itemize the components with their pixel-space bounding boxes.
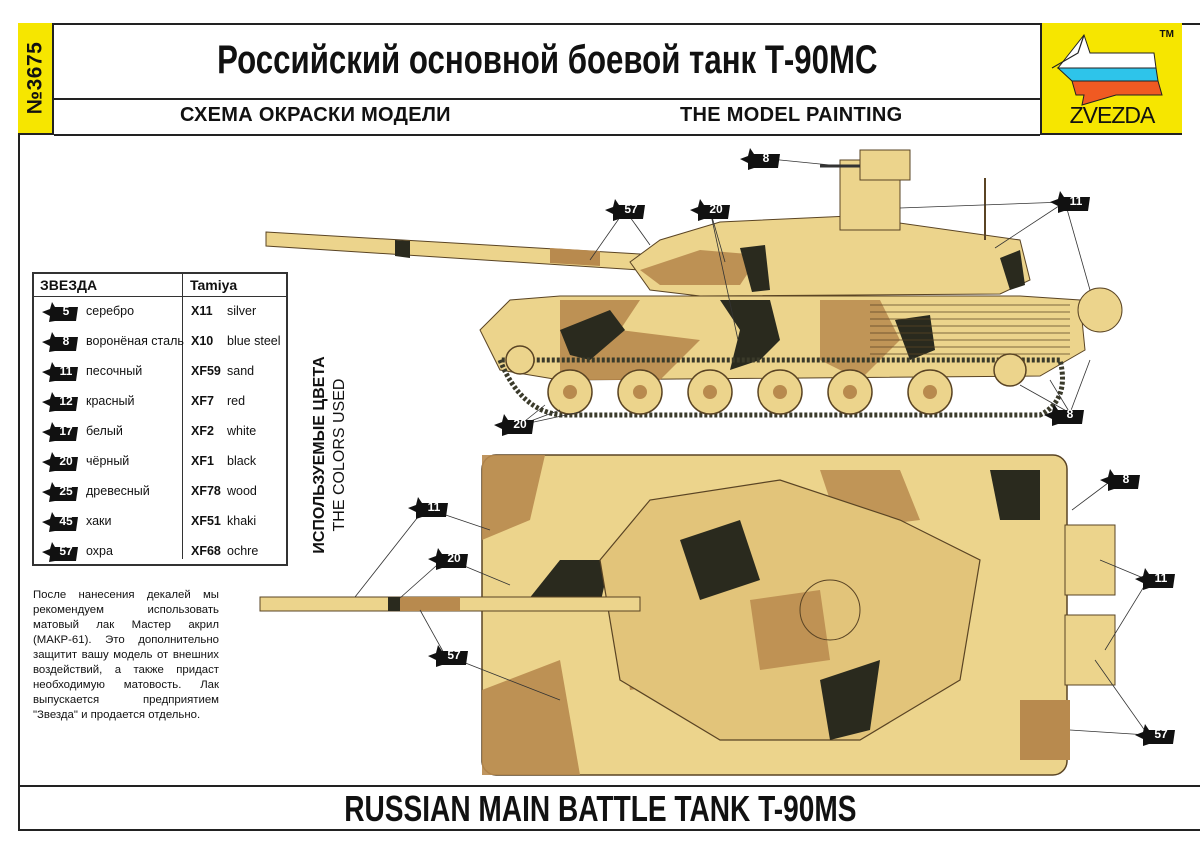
brand-name: ZVEZDA <box>1069 102 1156 128</box>
star-icon: 17 <box>42 422 78 442</box>
star-icon <box>1044 404 1084 426</box>
page-title-ru: Российский основной боевой танк Т-90МС <box>54 23 1040 100</box>
star-icon: 57 <box>42 542 78 562</box>
callout-star-57-top: 57 <box>428 645 468 667</box>
callout-star-8-tracks: 8 <box>1044 404 1084 426</box>
callout-star-8-top: 8 <box>1100 469 1140 491</box>
star-icon: 20 <box>42 452 78 472</box>
star-icon <box>605 199 645 221</box>
star-icon <box>1100 469 1140 491</box>
callout-star-20-tracks: 20 <box>494 414 534 436</box>
subtitle-en: THE MODEL PAINTING <box>680 104 903 126</box>
star-icon: 25 <box>42 482 78 502</box>
star-icon: 8 <box>42 332 78 352</box>
star-icon <box>740 148 780 170</box>
star-icon: 12 <box>42 392 78 412</box>
legend-row: 25 древесный XF78 wood <box>34 479 286 509</box>
star-icon <box>428 645 468 667</box>
star-icon <box>1135 568 1175 590</box>
header-divider <box>54 134 1040 136</box>
page-frame <box>18 23 1200 831</box>
varnish-note: После нанесения декалей мы рекомендуем и… <box>33 589 219 721</box>
legend-row: 11 песочный XF59 sand <box>34 359 286 389</box>
trademark: TM <box>1159 29 1174 40</box>
legend-row: 8 воронёная сталь X10 blue steel <box>34 329 286 359</box>
legend-row: 12 красный XF7 red <box>34 389 286 419</box>
legend-row: 45 хаки XF51 khaki <box>34 509 286 539</box>
star-icon: 45 <box>42 512 78 532</box>
star-icon <box>408 497 448 519</box>
legend-row: 17 белый XF2 white <box>34 419 286 449</box>
star-icon <box>1135 724 1175 746</box>
header-tamiya: Tamiya <box>190 277 238 293</box>
callout-star-57-top-rear: 57 <box>1135 724 1175 746</box>
star-icon: 11 <box>42 362 78 382</box>
legend-divider <box>182 274 183 559</box>
legend-header: ЗВЕЗДА Tamiya <box>34 274 286 297</box>
callout-star-8: 8 <box>740 148 780 170</box>
callout-star-20-top: 20 <box>428 548 468 570</box>
title-ru-text: Российский основной боевой танк Т-90МС <box>216 38 878 82</box>
callout-star-11-top-rear: 11 <box>1135 568 1175 590</box>
header-zvezda: ЗВЕЗДА <box>40 277 98 293</box>
legend-row: 57 охра XF68 ochre <box>34 539 286 569</box>
catalog-number-badge: №3675 <box>18 23 54 135</box>
colors-used-label: ИСПОЛЬЗУЕМЫЕ ЦВЕТА THE COLORS USED <box>296 346 348 578</box>
star-icon: 5 <box>42 302 78 322</box>
side-view-tank <box>265 149 1123 426</box>
callout-star-20: 20 <box>690 199 730 221</box>
page-title-en: RUSSIAN MAIN BATTLE TANK T-90MS <box>0 787 1200 831</box>
star-flag-icon <box>1051 33 1163 106</box>
callout-star-57: 57 <box>605 199 645 221</box>
star-icon <box>1050 191 1090 213</box>
star-icon <box>428 548 468 570</box>
colors-used-ru: ИСПОЛЬЗУЕМЫЕ ЦВЕТА <box>311 356 328 554</box>
callout-star-11: 11 <box>1050 191 1090 213</box>
callout-star-11-top: 11 <box>408 497 448 519</box>
legend-row: 20 чёрный XF1 black <box>34 449 286 479</box>
legend-row: 5 серебро X11 silver <box>34 299 286 329</box>
colors-used-en: THE COLORS USED <box>331 378 348 532</box>
zvezda-logo: TM ZVEZDA <box>1040 23 1182 135</box>
star-icon <box>494 414 534 436</box>
subtitle-ru: СХЕМА ОКРАСКИ МОДЕЛИ <box>180 104 451 126</box>
title-en-text: RUSSIAN MAIN BATTLE TANK T-90MS <box>343 788 857 829</box>
color-legend-table: ЗВЕЗДА Tamiya 5 серебро X11 silver 8 вор… <box>32 272 288 566</box>
top-view-tank <box>259 454 1149 776</box>
star-icon <box>690 199 730 221</box>
footer-divider <box>18 785 1200 787</box>
